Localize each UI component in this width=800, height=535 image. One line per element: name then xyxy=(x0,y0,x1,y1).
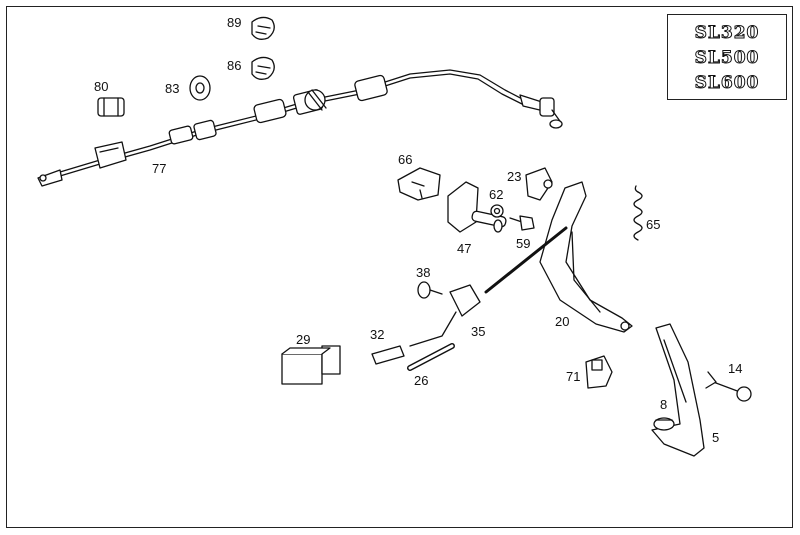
part-number: 66 xyxy=(398,152,413,167)
pedal-lever-20 xyxy=(539,181,633,333)
washer-62 xyxy=(490,204,504,218)
hose-26 xyxy=(407,343,455,371)
part-number: 23 xyxy=(507,169,522,184)
part-number: 26 xyxy=(414,373,429,388)
sensor-35 xyxy=(409,226,568,347)
part-number: 8 xyxy=(660,397,668,412)
screw-59 xyxy=(509,215,535,231)
pin-14 xyxy=(705,371,752,402)
bracket-66 xyxy=(397,167,441,201)
part-number: 5 xyxy=(712,430,720,445)
spring-65 xyxy=(633,185,643,241)
part-number: 38 xyxy=(416,265,431,280)
part-number: 47 xyxy=(457,241,472,256)
part-number: 77 xyxy=(152,161,167,176)
diagram-frame xyxy=(6,6,793,528)
connector-71 xyxy=(585,355,613,389)
bushing-83 xyxy=(189,75,211,101)
part-number: 20 xyxy=(555,314,570,329)
part-number: 65 xyxy=(646,217,661,232)
model-label: SL500 xyxy=(694,48,760,68)
part-number: 35 xyxy=(471,324,486,339)
part-number: 29 xyxy=(296,332,311,347)
pedal-5 xyxy=(651,323,705,457)
grommet-80 xyxy=(97,97,125,117)
pedal-pad-47 xyxy=(447,181,507,233)
model-badge-box: SL320 SL500 SL600 xyxy=(667,14,787,100)
model-label: SL600 xyxy=(694,73,760,93)
part-number: 80 xyxy=(94,79,109,94)
model-label: SL320 xyxy=(694,23,760,43)
part-number: 32 xyxy=(370,327,385,342)
bolt-38 xyxy=(417,281,443,299)
clip-8 xyxy=(653,417,675,431)
part-number: 14 xyxy=(728,361,743,376)
part-number: 62 xyxy=(489,187,504,202)
switch-29 xyxy=(281,345,341,385)
bracket-23 xyxy=(525,167,553,201)
plug-32 xyxy=(371,345,405,365)
part-number: 89 xyxy=(227,15,242,30)
part-number: 59 xyxy=(516,236,531,251)
part-number: 86 xyxy=(227,58,242,73)
part-number: 83 xyxy=(165,81,180,96)
part-number: 71 xyxy=(566,369,581,384)
clip-86 xyxy=(251,56,275,80)
clip-89 xyxy=(251,16,275,40)
accelerator-cable xyxy=(37,69,563,187)
